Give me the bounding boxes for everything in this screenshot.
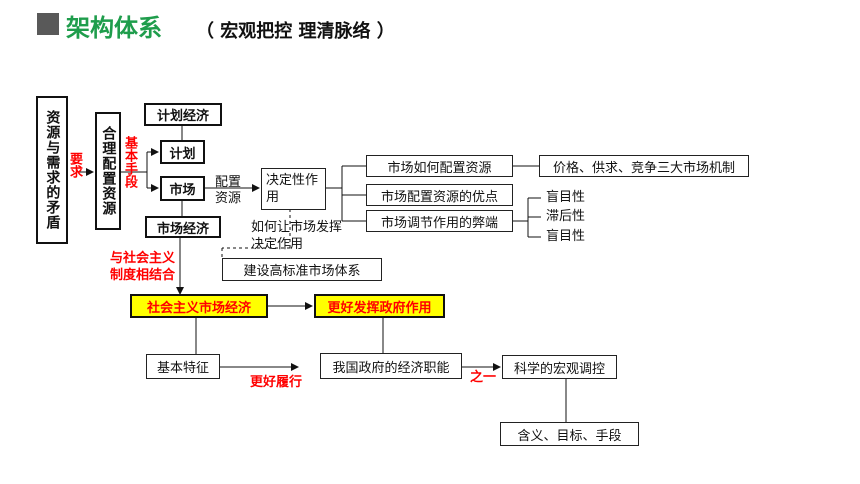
better-fulfill-label: 更好履行 — [250, 375, 303, 390]
planned-economy-box: 计划经济 — [144, 103, 222, 126]
decisive-role-box: 决定性作用 — [261, 168, 326, 210]
page-subtitle: （ 宏观把控 理清脉络 ） — [196, 21, 395, 42]
rational-allocation-box: 合理配置资源 — [95, 112, 121, 230]
market-drawbacks-box: 市场调节作用的弊端 — [366, 210, 513, 232]
drawback-blindness-2-label: 盲目性 — [546, 229, 586, 244]
market-mechanisms-box: 价格、供求、竞争三大市场机制 — [539, 155, 749, 177]
basic-means-label: 基本手段 — [122, 136, 137, 188]
one-of-label: 之一 — [470, 370, 497, 385]
macro-control-box: 科学的宏观调控 — [502, 355, 617, 379]
basic-features-box: 基本特征 — [146, 354, 220, 379]
socialist-market-economy-box: 社会主义市场经济 — [130, 294, 268, 318]
title-square-icon — [37, 13, 59, 35]
allocate-resources-label: 配置资源 — [215, 175, 242, 206]
drawback-blindness-label: 盲目性 — [546, 190, 586, 205]
better-government-role-box: 更好发挥政府作用 — [314, 294, 445, 318]
market-advantages-box: 市场配置资源的优点 — [366, 184, 513, 206]
build-market-system-box: 建设高标准市场体系 — [222, 258, 382, 281]
meaning-goals-means-box: 含义、目标、手段 — [500, 422, 639, 446]
page-title: 架构体系 — [66, 14, 162, 42]
market-economy-box: 市场经济 — [145, 216, 221, 238]
drawback-lag-label: 滞后性 — [546, 209, 586, 224]
combine-with-socialism-label: 与社会主义制度相结合 — [110, 251, 176, 283]
government-economic-functions-box: 我国政府的经济职能 — [320, 353, 462, 379]
market-box: 市场 — [160, 176, 205, 201]
requirement-label: 要求 — [67, 152, 82, 178]
market-allocation-how-box: 市场如何配置资源 — [366, 155, 513, 177]
plan-box: 计划 — [160, 140, 205, 164]
resource-demand-contradiction-box: 资源与需求的矛盾 — [36, 96, 68, 244]
how-market-decides-label: 如何让市场发挥决定作用 — [251, 220, 343, 252]
